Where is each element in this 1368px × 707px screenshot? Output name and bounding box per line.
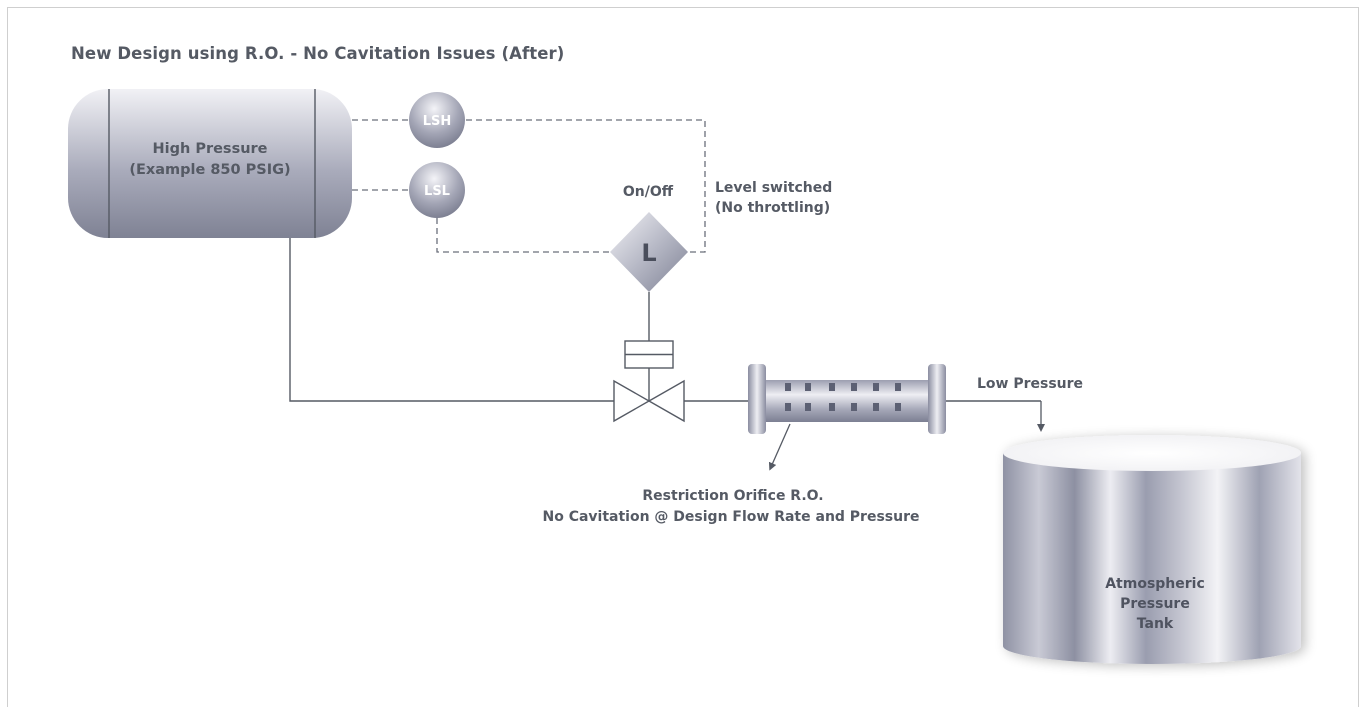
lsh-to-valve-signal-line [466, 119, 706, 253]
signal-lines [352, 119, 706, 253]
level-controller-symbol: L [641, 239, 656, 267]
process-diagram: High Pressure (Example 850 PSIG) LSH LSL… [68, 89, 1301, 664]
lsl-switch [409, 162, 465, 218]
vessel-label-line2: (Example 850 PSIG) [129, 162, 290, 178]
control-valve [613, 379, 685, 423]
orifice-label-line2: No Cavitation @ Design Flow Rate and Pre… [542, 509, 919, 525]
level-controller [610, 212, 688, 292]
orifice-label-line1: Restriction Orifice R.O. [642, 488, 823, 504]
orifice-pointer-arrow [768, 423, 791, 471]
vessel-label-line1: High Pressure [152, 141, 267, 157]
process-piping [289, 238, 1041, 402]
annotation-arrows [768, 401, 1045, 471]
vessel-outlet-pipe [289, 238, 614, 402]
lsh-switch [409, 92, 465, 148]
frame-border [7, 7, 1359, 707]
lsl-to-valve-signal-line [436, 218, 612, 253]
lsl-label: LSL [424, 184, 450, 199]
tank-label-line3: Tank [1137, 616, 1174, 632]
valve-actuator [624, 340, 674, 369]
restriction-orifice [748, 364, 946, 434]
diagram-title: New Design using R.O. - No Cavitation Is… [71, 44, 565, 63]
level-note-line2: (No throttling) [715, 200, 830, 216]
tank-label-line2: Pressure [1120, 596, 1190, 612]
high-pressure-vessel [68, 89, 352, 238]
level-note-line1: Level switched [715, 180, 832, 196]
tank-label-line1: Atmospheric [1105, 576, 1205, 592]
diagram-canvas: High Pressure (Example 850 PSIG) LSH LSL… [7, 7, 1359, 707]
lsh-label: LSH [423, 114, 452, 129]
low-pressure-label: Low Pressure [977, 376, 1083, 392]
valve-mode-label: On/Off [623, 184, 674, 200]
atmospheric-tank [1003, 435, 1301, 664]
